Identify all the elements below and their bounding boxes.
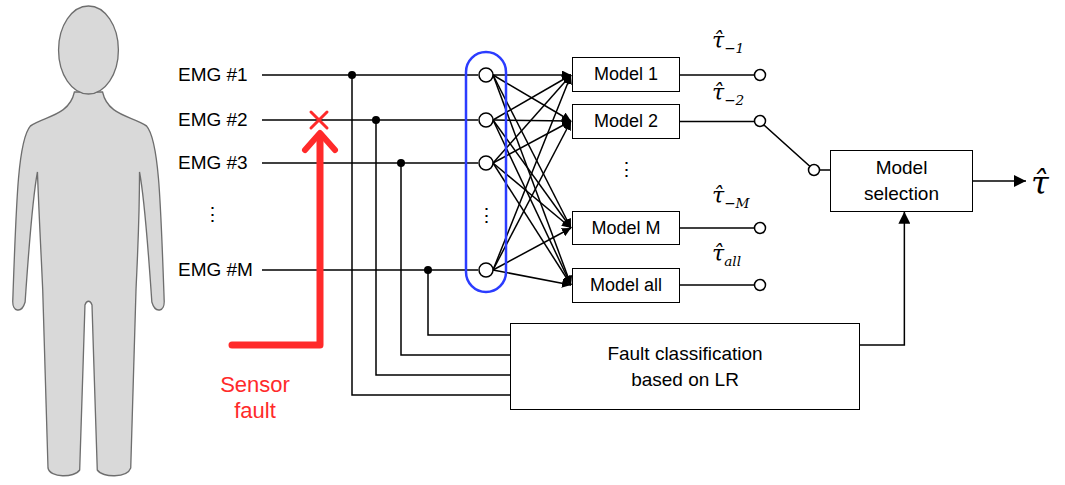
input-arrow [493, 75, 571, 270]
output-terminal [755, 280, 766, 291]
input-terminal [479, 113, 493, 127]
signal-wire [401, 163, 510, 355]
input-arrow [493, 75, 571, 228]
box-label: Model 1 [594, 62, 658, 86]
input-arrow [493, 163, 571, 285]
process-box: Model 1 [572, 57, 680, 91]
signal-wire [262, 119, 478, 121]
box-label: Fault classification based on LR [580, 341, 790, 392]
fault-arrowhead [305, 133, 335, 150]
human-figure [13, 6, 164, 476]
input-arrow [493, 75, 571, 163]
junction-dot [372, 116, 380, 124]
output-terminal [755, 223, 766, 234]
box-label: Model selection [846, 155, 958, 206]
connector [680, 121, 830, 170]
text-label: ⋮ [617, 159, 636, 182]
input-arrow [493, 120, 571, 121]
switch-pivot [809, 165, 820, 176]
signal-wire [376, 120, 510, 375]
input-arrow [493, 75, 571, 285]
box-label: Model all [590, 273, 662, 297]
process-box: Fault classification based on LR [510, 323, 860, 410]
text-label: ⋮ [203, 204, 222, 227]
output-arrow [973, 180, 1026, 182]
input-group-outline [466, 52, 506, 292]
box-label: Model M [591, 216, 660, 240]
junction-dot [397, 159, 405, 167]
fault-cross [311, 112, 327, 128]
signal-wire [352, 75, 510, 395]
input-arrow [493, 228, 571, 270]
process-box: Model selection [830, 150, 973, 211]
input-arrow [493, 74, 571, 76]
text-label: EMG #M [178, 259, 253, 282]
output-wire [680, 227, 755, 229]
input-terminal [479, 263, 493, 277]
input-terminal [479, 68, 493, 82]
junction-dot [424, 266, 432, 274]
signal-wire [262, 269, 478, 271]
input-terminal [479, 156, 493, 170]
human-head [59, 6, 119, 94]
process-box: Model 2 [572, 104, 680, 138]
signal-symbol: τ̂−1 [712, 28, 744, 56]
input-arrow [493, 75, 571, 120]
signal-symbol: τ̂all [712, 241, 741, 269]
signal-symbol: τ̂−2 [712, 80, 744, 108]
text-label: EMG #3 [178, 152, 248, 175]
output-wire [680, 284, 755, 286]
text-label: EMG #1 [178, 64, 248, 87]
signal-symbol: τ̂−M [712, 183, 750, 211]
output-terminal [755, 70, 766, 81]
human-body [13, 92, 164, 476]
signal-wire [262, 162, 478, 164]
fault-cross [311, 112, 327, 128]
input-arrow [493, 120, 571, 285]
output-terminal [755, 116, 766, 127]
connector [860, 212, 904, 345]
text-label: EMG #2 [178, 109, 248, 132]
signal-wire [428, 270, 510, 335]
signal-wire [262, 74, 478, 76]
junction-dot [348, 71, 356, 79]
signal-symbol: τ̂ [1031, 164, 1049, 202]
process-box: Model all [572, 268, 680, 302]
text-label: Sensor fault [212, 372, 298, 425]
box-label: Model 2 [594, 109, 658, 133]
input-arrow [493, 121, 571, 270]
process-box: Model M [572, 211, 680, 245]
text-label: ⋮ [477, 205, 496, 228]
output-wire [680, 74, 755, 76]
